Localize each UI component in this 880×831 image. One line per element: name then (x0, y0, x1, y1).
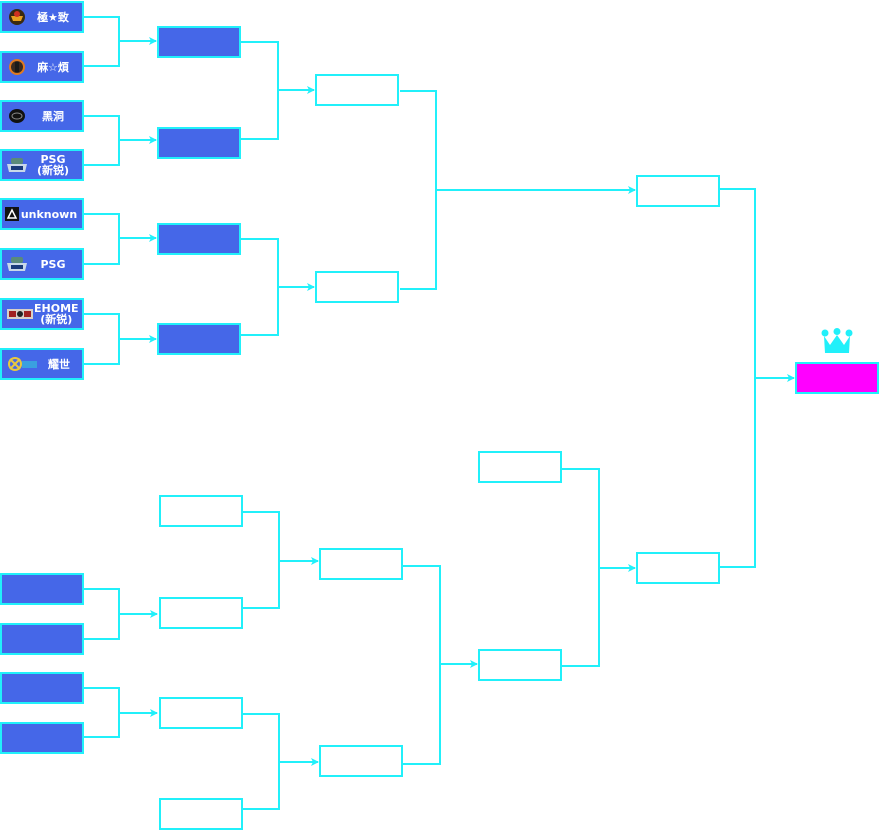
lower-round3-slot[interactable] (319, 745, 403, 777)
lower-round2-slot[interactable] (159, 798, 243, 830)
team-slot[interactable]: 黑洞 (0, 100, 84, 132)
lower-final-slot[interactable] (636, 552, 720, 584)
connector (83, 16, 120, 67)
connector (241, 238, 279, 336)
connector (562, 468, 600, 667)
upper-semifinal-slot[interactable] (315, 74, 399, 106)
upper-final-slot[interactable] (636, 175, 720, 207)
lower-round2-slot[interactable] (159, 697, 243, 729)
unknown-logo-icon (4, 204, 20, 224)
upper-round2-slot[interactable] (157, 323, 241, 355)
team-slot[interactable]: PSG (新锐) (0, 149, 84, 181)
connector (400, 90, 437, 290)
lower-round3-slot[interactable] (319, 548, 403, 580)
team-name: 耀世 (48, 357, 70, 371)
ehome-logo-icon (6, 304, 34, 324)
team-slot[interactable]: PSG (0, 248, 84, 280)
lower-round2-slot[interactable] (159, 495, 243, 527)
grand-final-slot[interactable] (795, 362, 879, 394)
team-name: 極★致 (37, 10, 69, 24)
psg-logo-icon (6, 254, 28, 274)
upper-round2-slot[interactable] (157, 223, 241, 255)
connector (403, 565, 441, 765)
connector (720, 188, 756, 568)
team-name: PSG (40, 257, 66, 271)
connector (83, 115, 120, 166)
team-name: 麻☆煩 (37, 60, 69, 74)
team-slot[interactable]: 極★致 (0, 1, 84, 33)
upper-round2-slot[interactable] (157, 127, 241, 159)
connector (243, 713, 280, 810)
yaoshi-logo-icon (6, 354, 40, 374)
connector (83, 687, 120, 738)
lower-round1-slot[interactable] (0, 623, 84, 655)
connector (243, 511, 280, 609)
upper-semifinal-slot[interactable] (315, 271, 399, 303)
team-slot[interactable]: 麻☆煩 (0, 51, 84, 83)
psg-logo-icon (6, 155, 28, 175)
lower-round2-slot[interactable] (159, 597, 243, 629)
connector (83, 588, 120, 640)
lower-round4-slot[interactable] (478, 451, 562, 483)
lower-round1-slot[interactable] (0, 573, 84, 605)
lower-round1-slot[interactable] (0, 722, 84, 754)
team-slot[interactable]: 耀世 (0, 348, 84, 380)
jizhi-logo-icon (6, 7, 28, 27)
heidong-logo-icon (6, 106, 28, 126)
team-name: 黑洞 (42, 109, 64, 123)
team-slot[interactable]: EHOME (新锐) (0, 298, 84, 330)
connector (241, 41, 279, 140)
team-name: EHOME (新锐) (34, 302, 79, 326)
team-name: PSG (新锐) (36, 153, 70, 177)
crown-icon (821, 328, 853, 358)
connector (83, 313, 120, 365)
mafan-logo-icon (6, 57, 28, 77)
lower-round4-slot[interactable] (478, 649, 562, 681)
team-slot[interactable]: unknown (0, 198, 84, 230)
team-name: unknown (20, 207, 78, 221)
connector (83, 213, 120, 265)
upper-round2-slot[interactable] (157, 26, 241, 58)
lower-round1-slot[interactable] (0, 672, 84, 704)
